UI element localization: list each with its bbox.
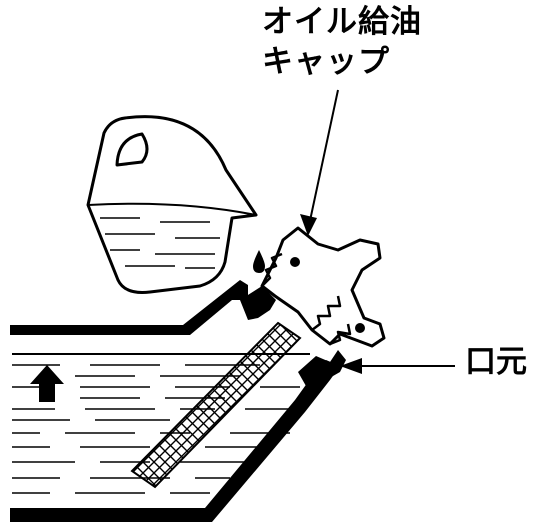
oil-filler-cap [260, 226, 386, 348]
up-arrow-icon [30, 365, 64, 402]
filler-neck-label: 口元 [465, 344, 527, 380]
jug-handle [115, 132, 149, 167]
engine-oil-level [12, 353, 310, 494]
cap-rivet-top [290, 257, 300, 267]
oil-cap-leader-line [307, 89, 339, 231]
filler-neck-leader-arrowhead [340, 358, 362, 374]
oil-cap-leader-arrowhead [300, 214, 317, 236]
cap-rivet-bottom [355, 323, 365, 333]
filler-neck-thread-right [298, 350, 346, 386]
engine-case-bottom-wall [10, 360, 340, 522]
engine-case-top-wall [10, 280, 248, 335]
oil-cap-label-line1: オイル給油 [262, 4, 422, 40]
filler-neck-thread-left [240, 286, 276, 320]
dipstick [130, 321, 302, 489]
oil-jug [86, 115, 258, 294]
oil-drop [253, 250, 265, 273]
oil-cap-label-line2: キャップ [262, 44, 390, 80]
